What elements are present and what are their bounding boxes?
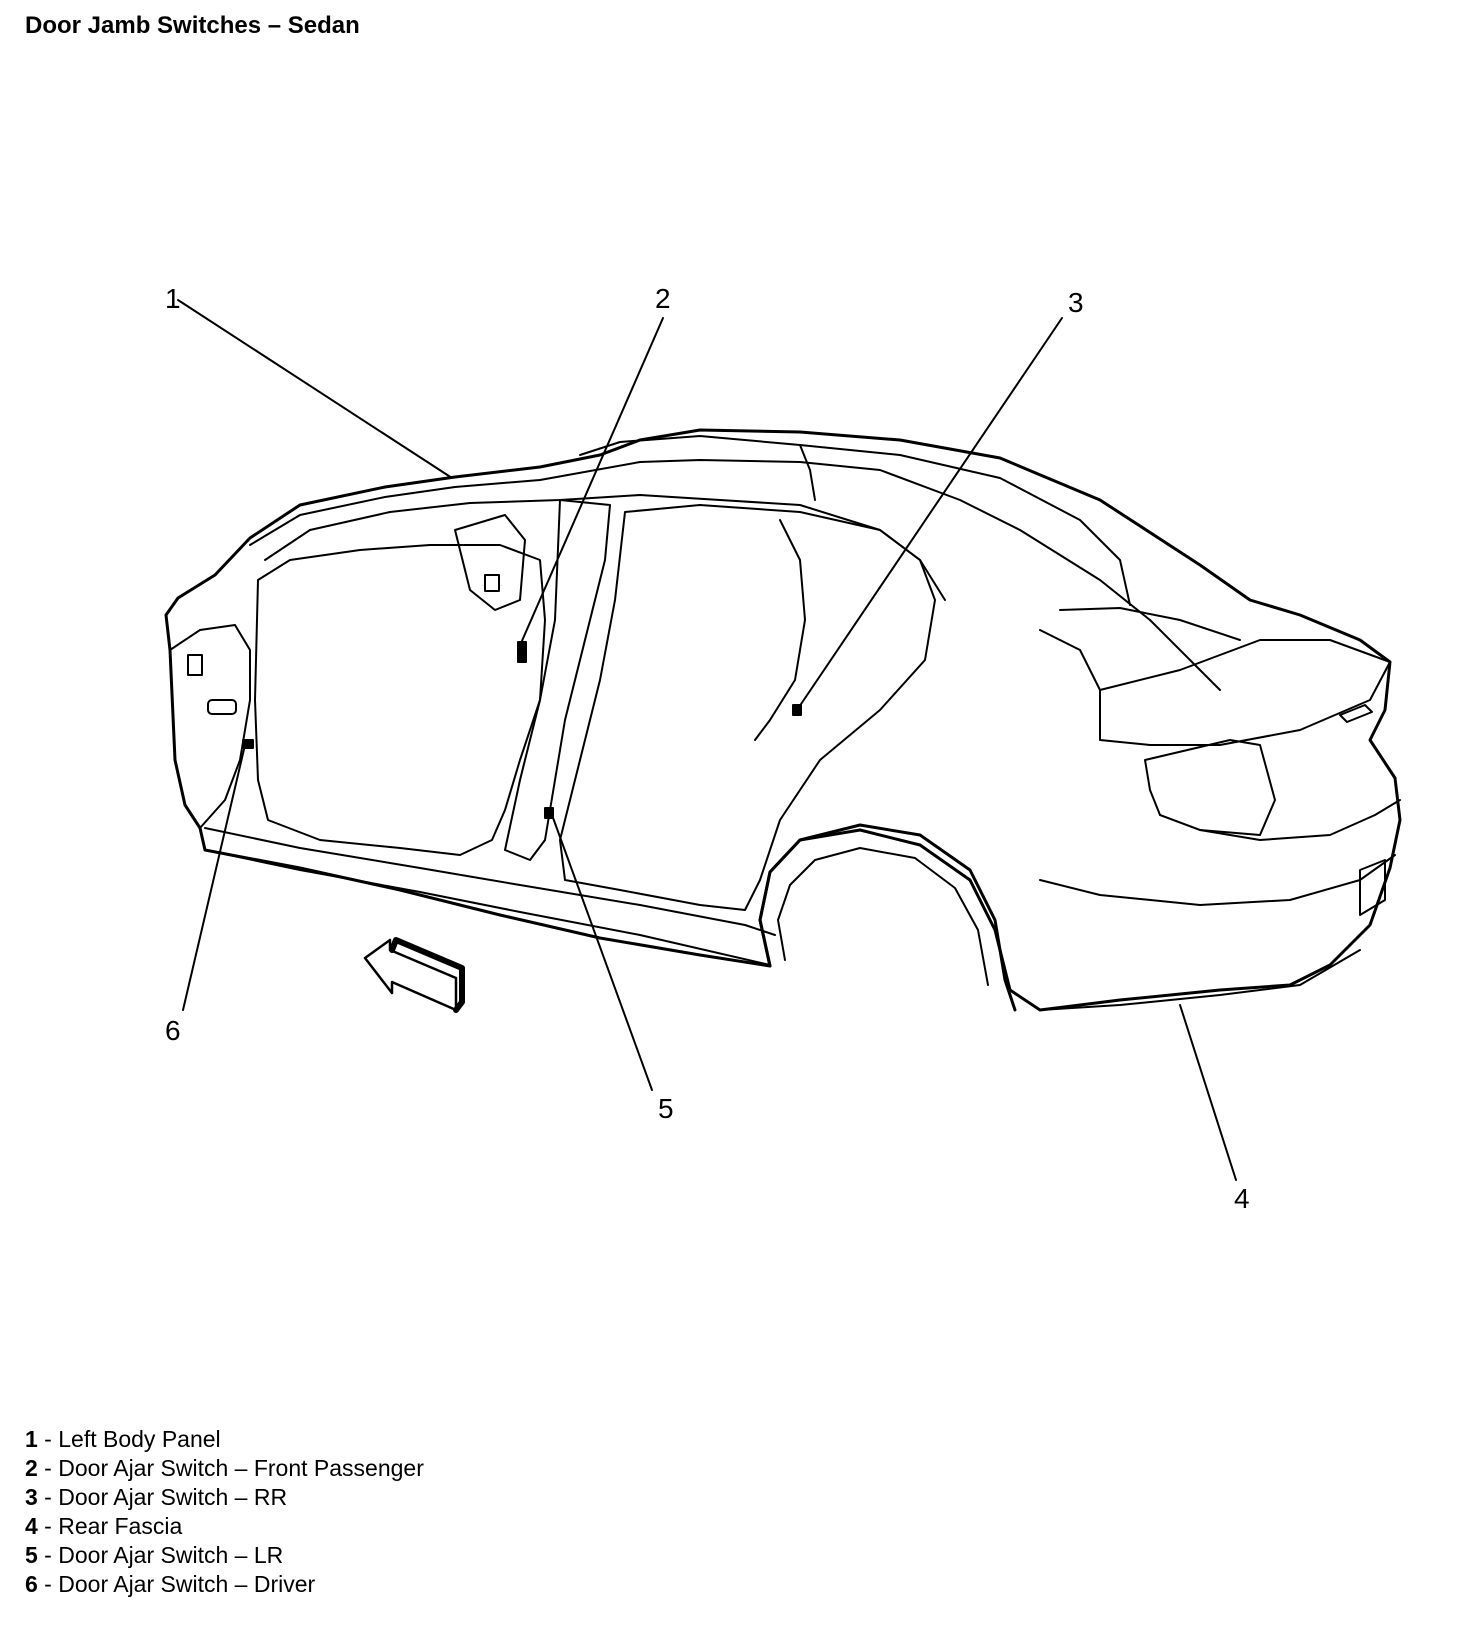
trunk-lid	[1099, 639, 1391, 746]
sedan-body-diagram: 1 2 3 4 5 6	[164, 283, 1402, 1214]
rear-pillar-interior	[754, 519, 806, 741]
legend-number: 6	[25, 1571, 38, 1597]
callout-3: 3	[1068, 287, 1084, 318]
legend-separator: -	[37, 1455, 59, 1481]
legend-text: Door Ajar Switch – LR	[58, 1542, 284, 1568]
legend-item: 6 - Door Ajar Switch – Driver	[25, 1570, 424, 1599]
hinge-bracket-lower	[207, 699, 237, 715]
callout-1: 1	[165, 283, 181, 314]
door-ajar-switch-lr	[544, 807, 554, 819]
roof-rail-inner	[264, 494, 946, 601]
legend-text: Rear Fascia	[58, 1513, 183, 1539]
hinge-bracket-upper	[187, 654, 203, 676]
rear-fascia-lower	[1039, 854, 1396, 906]
leader-line-3	[796, 317, 1063, 711]
legend-separator: -	[37, 1571, 59, 1597]
rear-door-opening	[559, 504, 936, 911]
legend-separator: -	[37, 1484, 59, 1510]
legend-text: Door Ajar Switch – RR	[58, 1484, 288, 1510]
forward-arrow-shadow	[389, 937, 465, 1013]
legend-text: Door Ajar Switch – Front Passenger	[58, 1455, 424, 1481]
callout-5: 5	[658, 1093, 674, 1124]
leader-line-4	[1179, 1004, 1237, 1181]
rocker-panel-top	[204, 827, 776, 936]
legend-item: 4 - Rear Fascia	[25, 1512, 424, 1541]
rocker-panel-bottom	[204, 849, 771, 966]
legend-number: 1	[25, 1426, 38, 1452]
legend-number: 2	[25, 1455, 38, 1481]
legend-separator: -	[37, 1542, 59, 1568]
rear-shelf	[1059, 607, 1241, 641]
rear-seat-area	[1039, 629, 1101, 691]
door-ajar-switch-driver	[242, 739, 254, 749]
rear-fascia-bottom	[1039, 949, 1361, 1011]
b-pillar	[504, 499, 611, 861]
leader-line-2	[517, 317, 664, 651]
roof-far-rail	[579, 435, 1131, 606]
legend: 1 - Left Body Panel 2 - Door Ajar Switch…	[25, 1425, 424, 1599]
taillamp	[1144, 739, 1276, 836]
rear-wheel-arch	[758, 823, 1017, 1012]
legend-text: Left Body Panel	[58, 1426, 221, 1452]
legend-number: 5	[25, 1542, 38, 1568]
callout-6: 6	[165, 1015, 181, 1046]
rear-fascia-top	[1159, 799, 1401, 841]
roof-cross-bar	[799, 444, 816, 501]
legend-item: 3 - Door Ajar Switch – RR	[25, 1483, 424, 1512]
b-pillar-slot	[484, 574, 500, 592]
legend-item: 2 - Door Ajar Switch – Front Passenger	[25, 1454, 424, 1483]
rear-reflector	[1359, 859, 1386, 916]
legend-separator: -	[37, 1426, 59, 1452]
legend-text: Door Ajar Switch – Driver	[58, 1571, 316, 1597]
leader-line-5	[551, 814, 653, 1091]
rear-wheel-arch-lip	[777, 847, 989, 986]
legend-number: 3	[25, 1484, 38, 1510]
legend-item: 1 - Left Body Panel	[25, 1425, 424, 1454]
legend-item: 5 - Door Ajar Switch – LR	[25, 1541, 424, 1570]
hinge-pillar	[169, 624, 251, 829]
callout-2: 2	[655, 283, 671, 314]
callout-4: 4	[1234, 1183, 1250, 1214]
leader-line-6	[182, 744, 246, 1011]
roof-rail-outer	[249, 459, 1221, 691]
body-outline	[164, 428, 1402, 1012]
diagram-title: Door Jamb Switches – Sedan	[25, 12, 360, 39]
forward-arrow-icon	[363, 938, 458, 1012]
leader-line-1	[177, 299, 453, 479]
b-pillar-bracket	[454, 514, 526, 611]
front-door-opening	[254, 544, 546, 856]
legend-separator: -	[37, 1513, 59, 1539]
trunk-handle	[1339, 704, 1373, 723]
legend-number: 4	[25, 1513, 38, 1539]
